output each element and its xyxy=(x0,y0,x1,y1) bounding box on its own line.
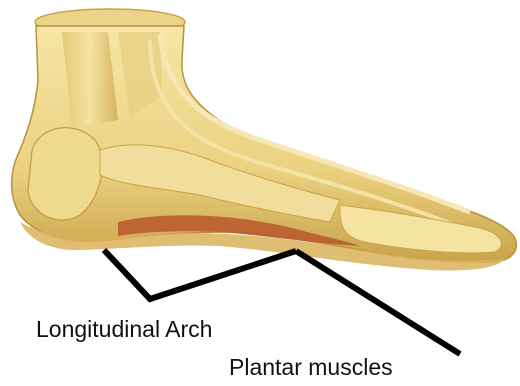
plantar-muscles-label: Plantar muscles xyxy=(229,356,393,379)
longitudinal-arch-label: Longitudinal Arch xyxy=(36,318,212,341)
longitudinal-arch-leader xyxy=(104,250,296,299)
